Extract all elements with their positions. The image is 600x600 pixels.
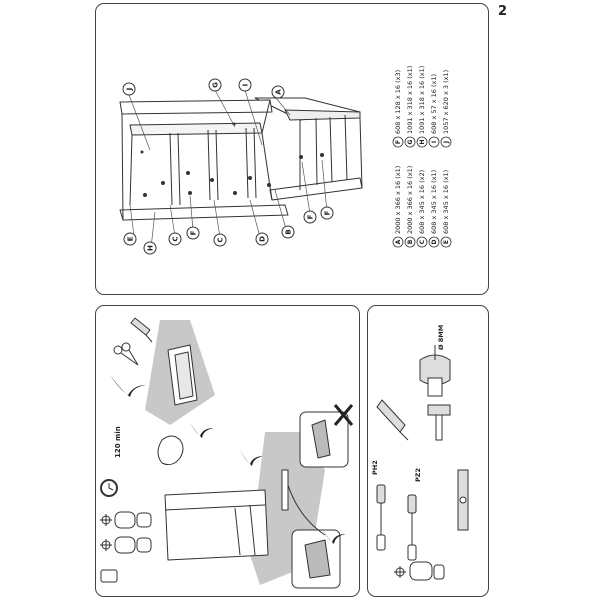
part-id: I bbox=[431, 141, 438, 143]
part-id: D bbox=[431, 239, 438, 244]
bit-label: PH2 bbox=[371, 460, 379, 475]
part-id: E bbox=[443, 240, 450, 244]
part-dims: 2000 x 366 x 16 (x1) bbox=[394, 166, 402, 234]
bit-label: PZ2 bbox=[414, 468, 422, 482]
part-id: J bbox=[443, 141, 450, 144]
drill-icon bbox=[419, 345, 451, 397]
callout-I: I bbox=[242, 84, 250, 87]
callout-C: C bbox=[172, 236, 180, 241]
callout-F: F bbox=[307, 214, 315, 219]
parts-list: A B C D E F G H I J 2000 x 366 x 16 (x1)… bbox=[392, 66, 452, 248]
cabinet-exploded-diagram: J G I A E H C F C D B F F bbox=[119, 78, 363, 255]
page-number: 2 bbox=[498, 4, 508, 19]
part-dims: 608 x 345 x 16 (x1) bbox=[442, 170, 450, 234]
part-id: G bbox=[407, 139, 414, 144]
callout-D: D bbox=[259, 236, 267, 242]
tools-panel bbox=[367, 305, 489, 597]
part-dims: 608 x 345 x 16 (x1) bbox=[430, 170, 438, 234]
part-id: A bbox=[395, 239, 402, 244]
part-id: B bbox=[407, 239, 414, 244]
callout-J: J bbox=[126, 88, 134, 92]
parts-panel bbox=[95, 3, 489, 295]
hammer-icon bbox=[427, 404, 451, 441]
part-id: H bbox=[419, 139, 426, 144]
tools-illustration bbox=[376, 345, 469, 581]
callout-B: B bbox=[285, 229, 293, 234]
callout-A: A bbox=[275, 89, 283, 95]
part-dims: 1091 x 318 x 16 (x1) bbox=[406, 66, 414, 134]
clock-icon bbox=[100, 479, 118, 497]
part-dims: 2000 x 366 x 16 (x1) bbox=[406, 166, 414, 234]
part-id: F bbox=[395, 140, 402, 144]
part-id: C bbox=[419, 239, 426, 244]
callout-E: E bbox=[127, 236, 135, 241]
callout-F: F bbox=[190, 230, 198, 235]
callout-F: F bbox=[324, 210, 332, 215]
cross-icon bbox=[333, 404, 354, 426]
check-icon bbox=[110, 375, 264, 466]
spirit-level-icon bbox=[457, 469, 469, 531]
check-icon bbox=[322, 528, 346, 544]
cutter-icon bbox=[376, 399, 409, 441]
cutter-icon bbox=[130, 317, 153, 343]
part-dims: 1057 x 620 x 3 (x1) bbox=[442, 70, 450, 134]
scissors-icon bbox=[113, 342, 139, 366]
time-label: 120 min bbox=[114, 426, 122, 458]
part-dims: 608 x 128 x 16 (x3) bbox=[394, 70, 402, 134]
part-dims: 608 x 57 x 16 (x1) bbox=[430, 74, 438, 134]
screwdriver-icon bbox=[376, 484, 386, 551]
callout-G: G bbox=[212, 82, 220, 88]
callout-H: H bbox=[147, 245, 155, 251]
drill-size-label: Ø 8MM bbox=[437, 325, 445, 350]
screwdriver-icon bbox=[407, 494, 417, 561]
unpacking-panel bbox=[95, 305, 360, 597]
part-dims: 608 x 345 x 16 (x2) bbox=[418, 170, 426, 234]
manual-icon bbox=[100, 569, 118, 583]
part-dims: 1091 x 318 x 16 (x1) bbox=[418, 66, 426, 134]
callout-C: C bbox=[217, 237, 225, 242]
question-person-icon bbox=[394, 561, 445, 581]
two-person-icon bbox=[100, 511, 152, 554]
unpacking-illustration bbox=[100, 317, 354, 589]
